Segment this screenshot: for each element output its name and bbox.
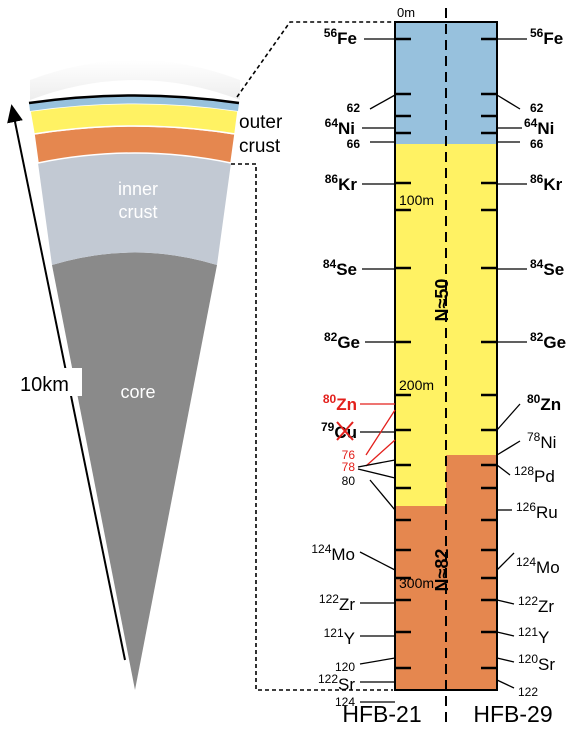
right-nuclide-ru126: 126Ru <box>516 500 558 522</box>
right-nuclide-kr86: 86Kr <box>530 172 563 194</box>
column-orange-right <box>446 455 497 690</box>
right-nuclide-mo124: 124Mo <box>516 555 560 577</box>
star-wedge <box>28 60 240 690</box>
leader-lines <box>357 38 527 703</box>
shell-n82-label: N≈82 <box>432 549 452 592</box>
left-nuclide-labels: 56Fe6264Ni6686Kr84Se82Ge80Zn79Cu76788012… <box>311 26 360 709</box>
leader-line <box>359 657 396 665</box>
left-nuclide-kr86: 86Kr <box>325 172 358 194</box>
outer-crust-label-1: outer <box>239 112 283 133</box>
right-nuclide-ni66: 66 <box>530 137 544 151</box>
left-nuclide-ge82: 82Ge <box>324 330 360 352</box>
left-nuclide-y121: 121Y <box>324 626 355 648</box>
surface-line <box>28 94 240 105</box>
atmosphere-haze <box>30 60 240 100</box>
leader-line <box>359 551 396 571</box>
left-nuclide-ni62: 62 <box>347 101 361 115</box>
right-nuclide-sr122: 122 <box>518 685 538 699</box>
right-nuclide-ni62: 62 <box>530 101 544 115</box>
left-nuclide-sr122: 122Sr <box>318 672 355 694</box>
left-nuclide-ni80: 80 <box>342 474 356 488</box>
left-nuclide-zn80: 80Zn <box>323 392 357 414</box>
left-nuclide-mo124: 124Mo <box>311 542 355 564</box>
right-nuclide-zr122: 122Zr <box>518 594 554 616</box>
leader-line <box>496 679 515 689</box>
blue-layer-region <box>29 95 239 111</box>
right-nuclide-ge82: 82Ge <box>530 330 566 352</box>
leader-line <box>365 409 396 456</box>
left-nuclide-ni78: 78 <box>342 460 356 474</box>
right-nuclide-sr120: 120Sr <box>518 652 555 674</box>
core-region <box>52 252 217 690</box>
zoom-connector-top <box>236 21 393 98</box>
left-nuclide-ni64: 64Ni <box>325 116 355 138</box>
zoom-connector-bottom <box>231 163 393 691</box>
left-nuclide-sr120: 120 <box>335 660 355 674</box>
left-nuclide-se84: 84Se <box>323 257 357 279</box>
column-yellow-left <box>395 144 446 506</box>
depth-0m: 0m <box>397 5 415 20</box>
column-orange-left <box>395 506 446 690</box>
depth-ticks <box>395 37 497 670</box>
model-right-label: HFB-29 <box>473 701 552 727</box>
model-left-label: HFB-21 <box>342 701 421 727</box>
leader-line <box>496 657 515 663</box>
depth-200m: 200m <box>399 377 434 393</box>
left-nuclide-fe56: 56Fe <box>324 26 357 48</box>
leader-line <box>496 464 511 476</box>
right-nuclide-zn80: 80Zn <box>527 392 561 414</box>
leader-line <box>496 440 521 456</box>
right-nuclide-ni64: 64Ni <box>524 116 554 138</box>
leader-line <box>369 479 396 511</box>
radius-label: 10km <box>20 374 69 396</box>
inner-crust-label-1: inner <box>118 179 158 199</box>
right-nuclide-y121: 121Y <box>518 625 549 647</box>
leader-line <box>496 631 515 637</box>
right-nuclide-se84: 84Se <box>530 257 564 279</box>
left-nuclide-sr124: 124 <box>335 695 355 709</box>
outer-crust-label-2: crust <box>239 136 281 157</box>
left-nuclide-ni76: 76 <box>342 448 356 462</box>
column-yellow-right <box>446 144 497 455</box>
right-nuclide-fe56: 56Fe <box>530 26 563 48</box>
leader-line <box>369 94 396 110</box>
left-nuclide-ni66: 66 <box>347 137 361 151</box>
leader-line <box>496 599 515 605</box>
radius-label-bg <box>18 368 82 396</box>
core-label: core <box>120 382 155 402</box>
right-nuclide-pd128: 128Pd <box>514 464 555 486</box>
leader-line <box>357 468 396 479</box>
depth-100m: 100m <box>399 192 434 208</box>
leader-line <box>357 459 396 468</box>
leader-line <box>365 439 396 467</box>
cross-mark <box>336 421 354 441</box>
leader-line <box>496 94 521 110</box>
shell-n50-label: N≈50 <box>432 279 452 322</box>
inner-crust-region <box>38 153 231 265</box>
composition-column <box>394 8 498 725</box>
leader-line <box>496 403 521 431</box>
left-nuclide-zr122: 122Zr <box>319 592 355 614</box>
right-nuclide-ni78: 78Ni <box>527 430 556 452</box>
leader-line <box>496 552 515 571</box>
inner-crust-label-2: crust <box>118 202 157 222</box>
